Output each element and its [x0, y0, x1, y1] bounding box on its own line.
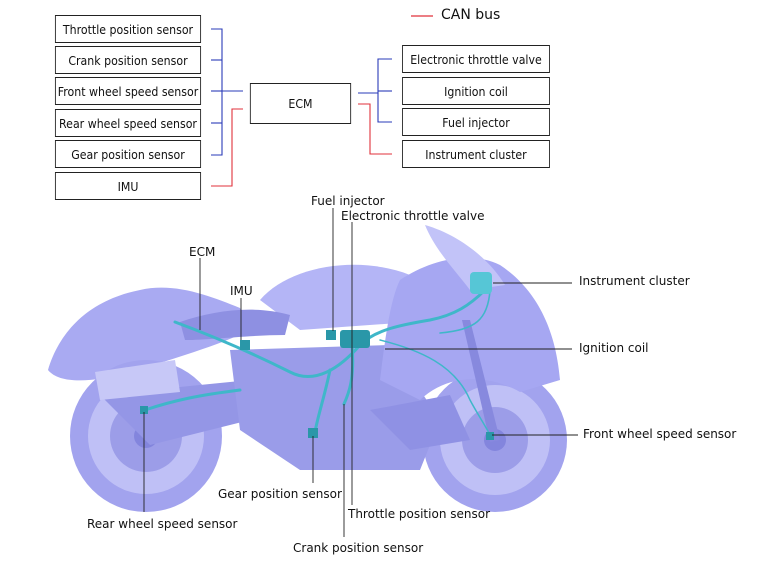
output-wiring	[358, 58, 392, 155]
input-box-gear-position-sensor: Gear position sensor	[54, 140, 202, 168]
input-box-throttle-position-sensor: Throttle position sensor	[54, 15, 202, 43]
callout-crank-position-sensor: Crank position sensor	[293, 541, 424, 555]
input-box-rear-wheel-speed-sensor: Rear wheel speed sensor	[54, 109, 202, 137]
can-bus-legend-label: CAN bus	[441, 7, 501, 23]
output-box-instrument-cluster: Instrument cluster	[402, 140, 550, 168]
callout-instrument-cluster: Instrument cluster	[579, 274, 690, 288]
components	[140, 272, 494, 440]
output-box-fuel-injector: Fuel injector	[402, 108, 550, 136]
callout-ignition-coil: Ignition coil	[579, 341, 649, 355]
callout-lines	[143, 208, 578, 537]
motorcycle-illustration	[48, 225, 567, 512]
callout-rear-wheel-speed-sensor: Rear wheel speed sensor	[87, 517, 238, 531]
callout-fuel-injector: Fuel injector	[311, 194, 385, 208]
callout-electronic-throttle-valve: Electronic throttle valve	[341, 209, 485, 223]
callout-throttle-position-sensor: Throttle position sensor	[348, 507, 491, 521]
ecm-box: ECM	[249, 83, 352, 124]
callout-ecm: ECM	[189, 245, 216, 259]
output-box-electronic-throttle-valve: Electronic throttle valve	[402, 45, 550, 73]
output-box-ignition-coil: Ignition coil	[402, 77, 550, 105]
input-box-crank-position-sensor: Crank position sensor	[54, 46, 202, 74]
input-box-front-wheel-speed-sensor: Front wheel speed sensor	[54, 77, 202, 105]
callout-front-wheel-speed-sensor: Front wheel speed sensor	[583, 427, 737, 441]
callout-gear-position-sensor: Gear position sensor	[218, 487, 342, 501]
callout-imu: IMU	[230, 284, 253, 298]
input-box-imu: IMU	[54, 172, 202, 200]
input-wiring	[211, 28, 243, 187]
